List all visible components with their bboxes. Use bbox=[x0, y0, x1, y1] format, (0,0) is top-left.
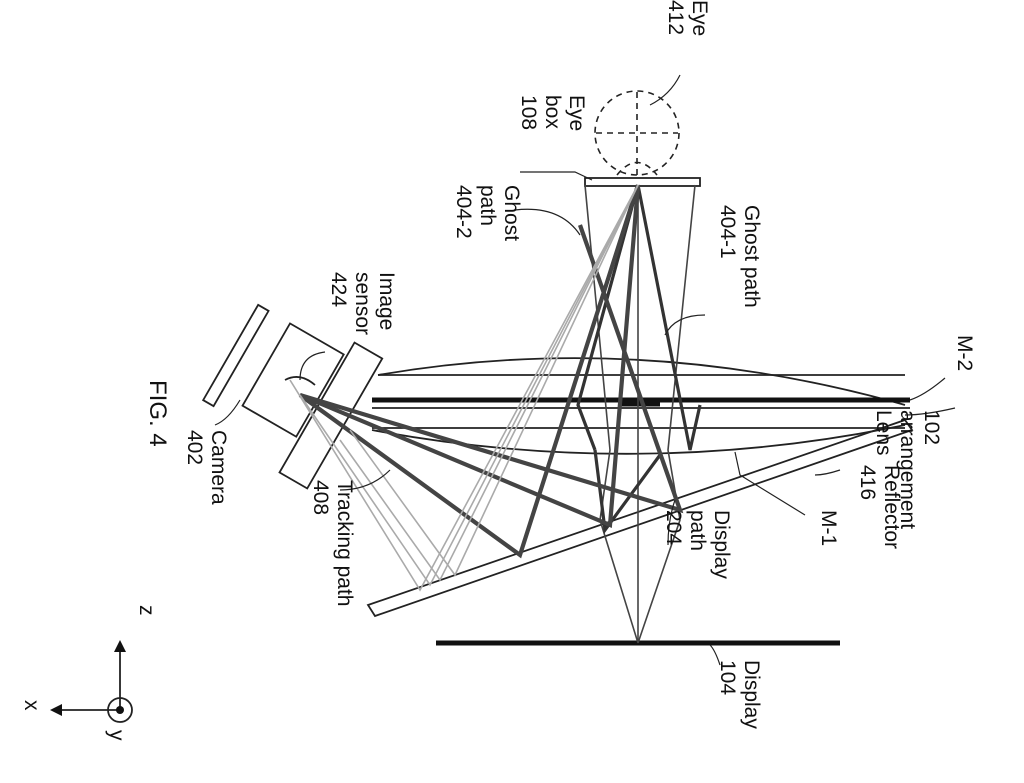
ghost-path-2-rays bbox=[289, 184, 639, 592]
label-display-line-2: 104 bbox=[716, 660, 739, 695]
label-image-sensor-line-2: sensor bbox=[351, 272, 374, 335]
leader-ghost-path-1 bbox=[664, 314, 706, 336]
tracking-ray-3 bbox=[299, 224, 684, 514]
label-ghost-path-2: Ghost path 404-2 bbox=[452, 185, 523, 241]
ghost1-ray-1 bbox=[636, 184, 702, 451]
leader-eye-box bbox=[520, 171, 593, 181]
leader-display bbox=[709, 644, 721, 666]
ghost2-ray-4 bbox=[349, 184, 639, 577]
camera-window bbox=[201, 303, 270, 408]
ghost-path-1-rays bbox=[576, 184, 702, 535]
label-eye-box-line-1: Eye bbox=[565, 95, 588, 131]
label-image-sensor-line-1: Image bbox=[375, 272, 398, 330]
label-fig: FIG. 4 bbox=[144, 380, 171, 447]
label-m2-text: M-2 bbox=[953, 335, 976, 371]
leader-m2 bbox=[909, 377, 946, 401]
label-eye-box-line-2: box bbox=[541, 95, 564, 129]
leader-display-path bbox=[667, 499, 676, 546]
eye-box bbox=[584, 177, 701, 187]
label-reflector: Reflector 416 bbox=[856, 465, 903, 549]
axis-label-y: y bbox=[105, 730, 128, 741]
label-image-sensor-line-3: 424 bbox=[327, 272, 350, 307]
label-display-path: Display path 204 bbox=[662, 510, 733, 579]
label-reflector-line-1: Reflector bbox=[880, 465, 903, 549]
y-axis-dot bbox=[116, 706, 124, 714]
eye-outline bbox=[594, 90, 680, 176]
axis-z-text: z bbox=[135, 605, 158, 616]
leader-tracking-path bbox=[339, 469, 391, 491]
lens-element-lower bbox=[371, 424, 906, 455]
label-eye: Eye 412 bbox=[664, 0, 711, 36]
tracking-ray-1 bbox=[298, 184, 641, 559]
reflector bbox=[366, 418, 914, 618]
label-tracking-path: Tracking path 408 bbox=[309, 480, 356, 606]
ghost1-ray-2 bbox=[576, 184, 640, 451]
label-camera: Camera 402 bbox=[183, 430, 230, 505]
label-reflector-line-2: 416 bbox=[856, 465, 879, 500]
leader-image-sensor bbox=[299, 351, 326, 381]
label-lens-arrangement: Lens arrangement 102 bbox=[872, 410, 943, 529]
coordinate-axes bbox=[50, 640, 133, 723]
tracking-path-rays bbox=[298, 184, 684, 559]
label-eye-name: Eye bbox=[688, 0, 711, 36]
label-ghost-path-1-line-2: 404-1 bbox=[716, 205, 739, 259]
label-m2: M-2 bbox=[953, 335, 976, 371]
leader-lens-arrangement bbox=[904, 407, 956, 416]
label-lens-arrangement-line-2: arrangement bbox=[896, 410, 919, 529]
eye bbox=[594, 90, 680, 176]
label-display: Display 104 bbox=[716, 660, 763, 729]
leader-camera bbox=[214, 399, 241, 426]
label-camera-line-1: Camera bbox=[207, 430, 230, 505]
label-ghost-path-2-line-3: 404-2 bbox=[452, 185, 475, 239]
label-display-path-line-2: path bbox=[686, 510, 709, 551]
ghost1-ray-3 bbox=[593, 449, 662, 535]
leader-reflector bbox=[814, 469, 841, 476]
display-ray-2 bbox=[637, 184, 696, 644]
lens-element-upper bbox=[377, 357, 906, 406]
label-ghost-path-2-line-2: path bbox=[476, 185, 499, 226]
ghost2-ray-1 bbox=[299, 184, 639, 587]
x-axis-arrow bbox=[50, 704, 62, 716]
label-display-path-line-3: 204 bbox=[662, 510, 685, 545]
eye-pupil bbox=[616, 161, 658, 176]
display-ray-1 bbox=[584, 184, 639, 644]
label-tracking-path-line-2: 408 bbox=[309, 480, 332, 515]
label-display-path-line-1: Display bbox=[710, 510, 733, 579]
y-axis-out-of-page bbox=[107, 697, 133, 723]
label-image-sensor: Image sensor 424 bbox=[327, 272, 398, 335]
axis-y-text: y bbox=[105, 730, 128, 741]
label-m1-text: M-1 bbox=[817, 510, 840, 546]
label-ghost-path-1: Ghost path 404-1 bbox=[716, 205, 763, 308]
label-eye-number: 412 bbox=[664, 0, 687, 35]
axis-label-x: x bbox=[20, 700, 43, 711]
label-lens-arrangement-line-1: Lens bbox=[872, 410, 895, 456]
label-ghost-path-1-line-1: Ghost path bbox=[740, 205, 763, 308]
label-eye-box-line-3: 108 bbox=[517, 95, 540, 130]
leader-lines bbox=[214, 74, 956, 666]
label-tracking-path-line-1: Tracking path bbox=[333, 480, 356, 606]
ghost2-ray-2 bbox=[339, 184, 639, 582]
axis-x-text: x bbox=[20, 700, 43, 711]
figure-label: FIG. 4 bbox=[144, 380, 171, 447]
camera-body bbox=[241, 322, 345, 438]
label-ghost-path-2-line-1: Ghost bbox=[500, 185, 523, 241]
axis-label-z: z bbox=[135, 605, 158, 616]
ghost2-ray-3 bbox=[289, 184, 639, 592]
label-display-line-1: Display bbox=[740, 660, 763, 729]
label-camera-line-2: 402 bbox=[183, 430, 206, 465]
label-lens-arrangement-line-3: 102 bbox=[920, 410, 943, 445]
label-eye-box: Eye box 108 bbox=[517, 95, 588, 131]
leader-m1 bbox=[734, 451, 806, 516]
leader-eye bbox=[649, 74, 681, 106]
leader-ghost-path-2 bbox=[514, 208, 581, 236]
z-axis-arrow bbox=[114, 640, 126, 652]
tracking-ray-2 bbox=[299, 184, 641, 529]
label-m1: M-1 bbox=[817, 510, 840, 546]
